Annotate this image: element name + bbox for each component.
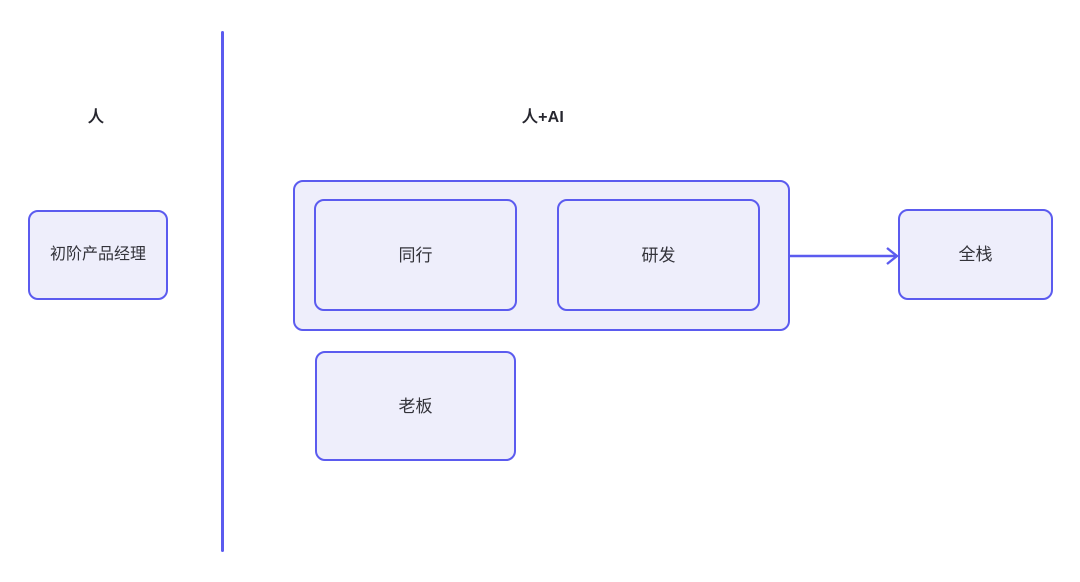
column-heading-human: 人: [87, 109, 105, 126]
node-junior-product-manager[interactable]: 初阶产品经理: [28, 210, 168, 300]
column-heading-human-plus-ai: 人+AI: [521, 109, 565, 126]
node-rnd[interactable]: 研发: [557, 199, 760, 311]
node-label: 研发: [641, 245, 676, 265]
node-label: 老板: [398, 396, 433, 416]
node-peers[interactable]: 同行: [314, 199, 517, 311]
node-fullstack[interactable]: 全栈: [898, 209, 1053, 300]
node-boss[interactable]: 老板: [315, 351, 516, 461]
node-label: 同行: [398, 245, 433, 265]
node-label: 全栈: [958, 245, 993, 264]
node-label: 初阶产品经理: [49, 246, 146, 263]
arrow-right-icon: [790, 247, 899, 265]
vertical-divider: [221, 31, 224, 552]
